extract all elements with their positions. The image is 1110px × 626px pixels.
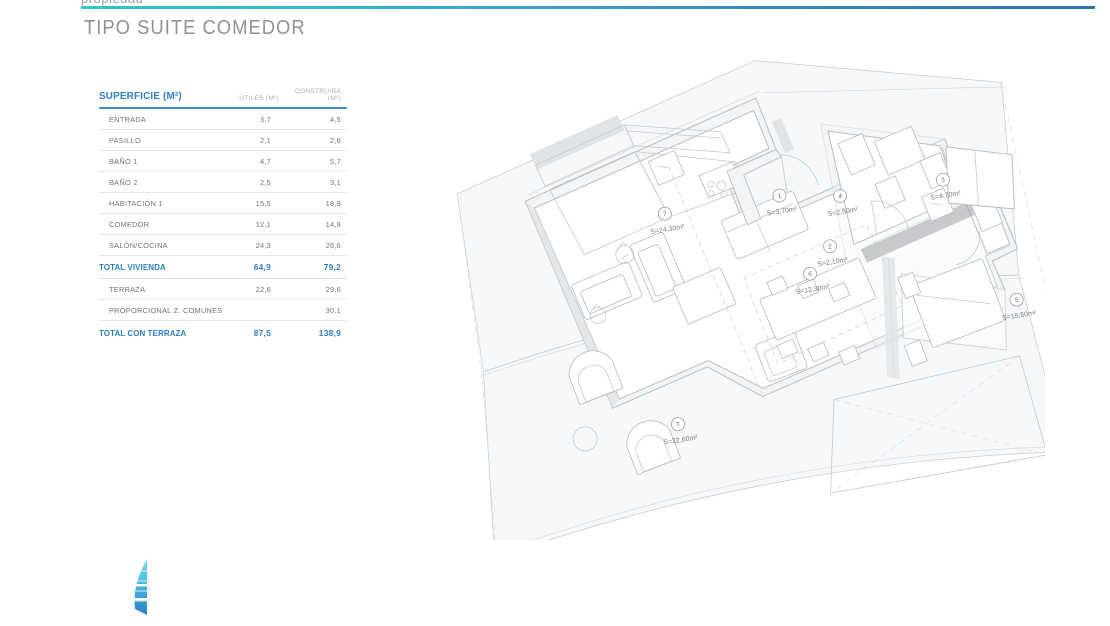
table-row: ENTRADA 3,7 4,5 — [99, 108, 347, 130]
row-construida: 14,8 — [285, 213, 347, 235]
row-utiles — [227, 299, 285, 322]
row-construida: 138,9 — [318, 327, 341, 338]
row-construida: 29,6 — [285, 278, 347, 301]
row-utiles: 22,6 — [227, 278, 285, 301]
row-label: SALÓN/COCINA — [99, 234, 227, 256]
surface-table-body: ENTRADA 3,7 4,5 PASILLO 2,1 2,6 BAÑO 1 4… — [99, 108, 347, 344]
column-header-utiles: ÚTILES (M²) — [227, 88, 285, 109]
row-utiles: 12,1 — [227, 213, 285, 235]
row-label: TOTAL VIVIENDA — [99, 255, 221, 280]
callout-2: 2 S=2,10m² — [817, 239, 849, 269]
row-construida: 30,1 — [285, 299, 347, 322]
page-title: TIPO SUITE COMEDOR — [84, 17, 306, 39]
row-construida: 18,9 — [285, 192, 347, 214]
table-row: TERRAZA 22,6 29,6 — [99, 278, 347, 301]
row-label: PASILLO — [99, 129, 227, 151]
row-label: BAÑO 2 — [99, 171, 227, 193]
row-construida: 2,6 — [285, 129, 347, 151]
callout-1: 1 S=3,70m² — [766, 188, 798, 218]
table-row: HABITACIÓN 1 15,5 18,9 — [99, 192, 347, 214]
callout-3: 3 S=4,70m² — [930, 172, 962, 202]
svg-text:S=2,10m²: S=2,10m² — [817, 257, 849, 269]
surface-area-table: SUPERFICIE (M²) ÚTILES (M²) CONSTRUIDA (… — [99, 88, 347, 344]
surface-table-container: SUPERFICIE (M²) ÚTILES (M²) CONSTRUIDA (… — [99, 88, 347, 344]
row-utiles: 24,3 — [227, 234, 285, 256]
row-utiles: 2,5 — [227, 171, 285, 193]
callout-4: 4 S=2,50m² — [827, 189, 859, 218]
table-row: PASILLO 2,1 2,6 — [99, 129, 347, 151]
callout-T: T S=22,60m² — [663, 417, 699, 447]
row-construida: 4,5 — [285, 108, 347, 130]
svg-text:5: 5 — [1014, 297, 1019, 305]
callout-6: 6 S=12,30m² — [795, 266, 831, 296]
row-label: PROPORCIONAL Z. COMUNES — [99, 299, 227, 322]
table-row: BAÑO 2 2,5 3,1 — [99, 171, 347, 193]
row-label: ENTRADA — [99, 108, 227, 130]
tower-logo — [126, 557, 168, 619]
row-construida: 3,1 — [285, 171, 347, 193]
clipped-header-text: propiedad — [81, 0, 381, 6]
row-construida: 79,2 — [285, 255, 347, 280]
row-utiles: 64,9 — [227, 255, 285, 280]
svg-text:S=2,50m²: S=2,50m² — [827, 206, 859, 218]
row-construida: 5,7 — [285, 150, 347, 172]
column-header-construida: CONSTRUIDA (M²) — [285, 88, 347, 109]
row-label: HABITACIÓN 1 — [99, 192, 227, 214]
table-row: COMEDOR 12,1 14,8 — [99, 213, 347, 235]
table-row: SALÓN/COCINA 24,3 26,6 — [99, 234, 347, 256]
floor-plan: .w { fill:#f3f4f5; stroke:#b9bec2; strok… — [445, 30, 1045, 540]
svg-text:S=3,70m²: S=3,70m² — [766, 206, 798, 218]
svg-text:2: 2 — [828, 243, 833, 251]
table-row: PROPORCIONAL Z. COMUNES 30,1 — [99, 299, 347, 322]
row-utiles: 87,5 — [253, 327, 271, 338]
row-label: COMEDOR — [99, 213, 227, 235]
row-utiles: 15,5 — [227, 192, 285, 214]
row-utiles: 4,7 — [227, 150, 285, 172]
svg-text:T: T — [676, 421, 681, 429]
header-gradient-rule — [81, 6, 1095, 9]
svg-text:3: 3 — [941, 177, 946, 185]
svg-text:1: 1 — [777, 193, 782, 201]
table-title: SUPERFICIE (M²) — [99, 88, 220, 109]
row-construida: 26,6 — [285, 234, 347, 256]
svg-text:7: 7 — [663, 211, 668, 219]
table-row-total-con-terraza: TOTAL CON TERRAZA 87,5 138,9 — [99, 321, 347, 344]
row-label: TERRAZA — [99, 278, 227, 301]
table-header-row: SUPERFICIE (M²) ÚTILES (M²) CONSTRUIDA (… — [99, 88, 347, 109]
table-row: BAÑO 1 4,7 5,7 — [99, 150, 347, 172]
svg-text:6: 6 — [808, 271, 813, 279]
svg-text:4: 4 — [838, 193, 843, 201]
row-utiles: 2,1 — [227, 129, 285, 151]
table-row-total-vivienda: TOTAL VIVIENDA 64,9 79,2 — [99, 255, 347, 280]
svg-text:S=4,70m²: S=4,70m² — [930, 190, 962, 202]
row-utiles: 3,7 — [227, 108, 285, 130]
row-label: BAÑO 1 — [99, 150, 227, 172]
row-label: TOTAL CON TERRAZA — [99, 327, 187, 338]
